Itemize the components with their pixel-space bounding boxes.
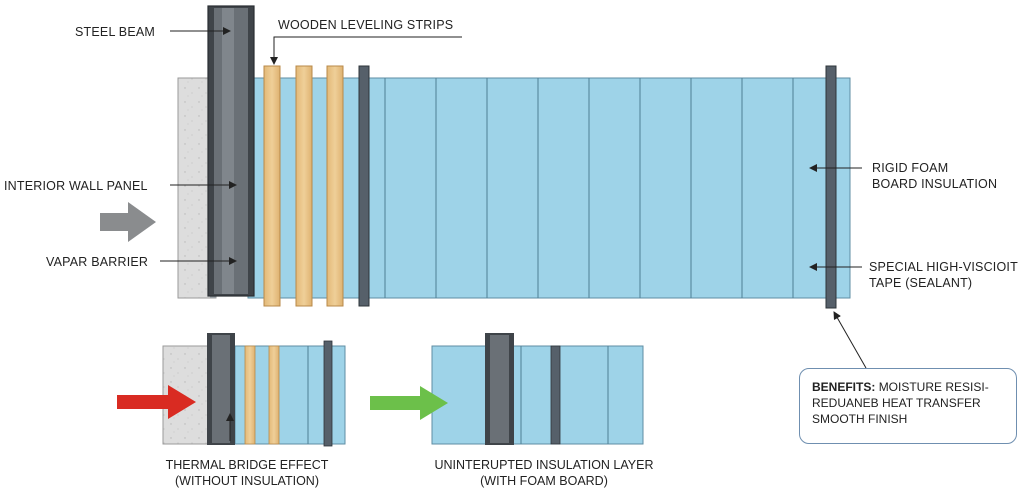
label-rigid-foam-2: BOARD INSULATION	[872, 177, 998, 191]
uninterrupted-insulation-diagram	[431, 333, 644, 445]
heat-flow-arrow-gray	[100, 202, 156, 242]
benefits-box: BENEFITS: MOISTURE RESISI- REDUANEB HEAT…	[799, 368, 1017, 444]
benefits-line-2: REDUANEB HEAT TRANSFER	[812, 396, 981, 410]
sealant-tape	[825, 65, 837, 309]
caption-thermal-bridge-line-1: THERMAL BRIDGE EFFECT	[165, 458, 329, 472]
caption-uninterrupted-line-2: (WITH FOAM BOARD)	[480, 474, 608, 488]
leader-wooden-strips	[270, 36, 462, 65]
leader-benefits	[833, 311, 867, 369]
label-sealant-tape-2: TAPE (SEALANT)	[869, 276, 973, 290]
label-interior-wall-panel: INTERIOR WALL PANEL	[4, 179, 148, 193]
seal-strip-inner	[358, 65, 370, 307]
caption-thermal-bridge: THERMAL BRIDGE EFFECT (WITHOUT INSULATIO…	[137, 457, 357, 489]
benefits-heading: BENEFITS:	[812, 380, 876, 394]
steel-beam	[207, 5, 255, 297]
rigid-foam-board	[247, 77, 851, 299]
label-steel-beam: STEEL BEAM	[75, 25, 156, 39]
label-wooden-strips: WOODEN LEVELING STRIPS	[278, 18, 454, 32]
benefits-line-1: MOISTURE RESISI-	[878, 380, 989, 394]
thermal-bridge-diagram	[162, 333, 346, 447]
foam-panel-joints	[384, 78, 794, 298]
label-sealant-tape-1: SPECIAL HIGH-VISCIOIT	[869, 260, 1018, 274]
caption-thermal-bridge-line-2: (WITHOUT INSULATION)	[175, 474, 319, 488]
caption-uninterrupted-line-1: UNINTERUPTED INSULATION LAYER	[434, 458, 654, 472]
heat-flow-arrow-green	[370, 386, 448, 420]
label-vapor-barrier: VAPAR BARRIER	[46, 255, 149, 269]
wooden-leveling-strips	[263, 65, 344, 307]
benefits-line-3: SMOOTH FINISH	[812, 412, 908, 426]
label-rigid-foam-1: RIGID FOAM	[872, 161, 949, 175]
heat-flow-arrow-red	[117, 385, 196, 419]
caption-uninterrupted: UNINTERUPTED INSULATION LAYER (WITH FOAM…	[420, 457, 668, 489]
